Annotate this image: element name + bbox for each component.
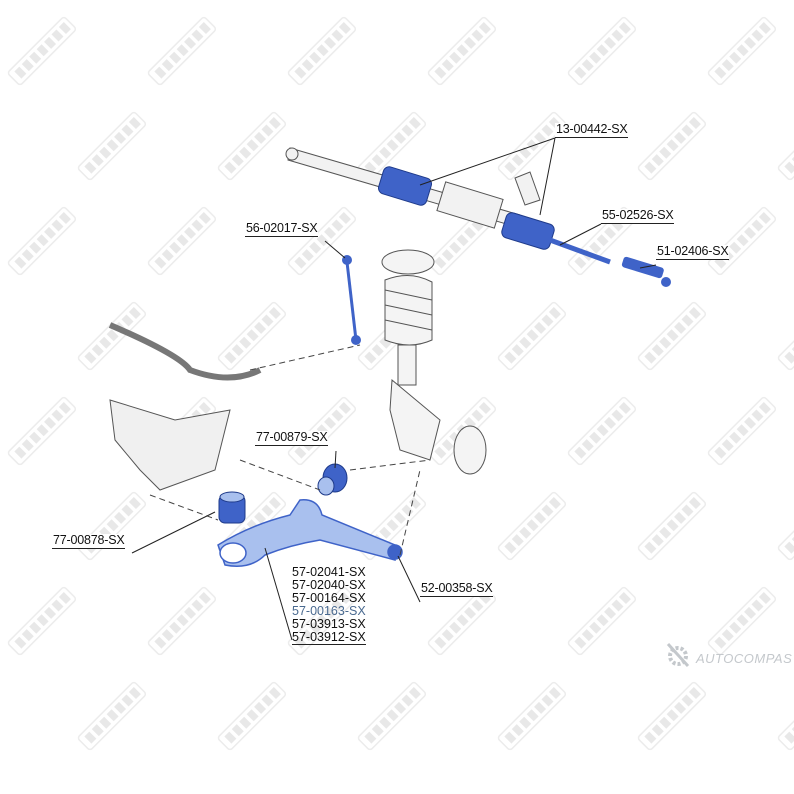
watermark-logo: [7, 396, 77, 466]
label-ball-joint: 52-00358-SX: [420, 581, 494, 597]
watermark-logo: [77, 111, 147, 181]
watermark-logo: [7, 16, 77, 86]
stabilizer-link: [342, 255, 361, 345]
watermark-logo: [707, 396, 777, 466]
watermark-logo: [777, 111, 794, 181]
watermark-logo: [7, 206, 77, 276]
watermark-logo: [777, 681, 794, 751]
control-arm: [217, 499, 403, 567]
steering-boot-left: [377, 166, 433, 206]
label-bushing-front: 77-00879-SX: [255, 430, 329, 446]
part-code: 57-03913-SX: [292, 617, 366, 631]
watermark-logo: [497, 491, 567, 561]
watermark-logo: [567, 16, 637, 86]
watermark-logo: [637, 681, 707, 751]
part-code: 57-02041-SX: [292, 565, 366, 579]
bushing-rear: [218, 491, 246, 524]
label-inner-tie-rod: 55-02526-SX: [601, 208, 675, 224]
watermark-logo: [147, 586, 217, 656]
bushing-front: [317, 463, 348, 496]
tie-rod-end: [621, 256, 671, 287]
part-code-highlighted: 57-00163-SX: [292, 604, 366, 618]
steering-boot-right: [501, 212, 555, 250]
watermark-logo: [217, 681, 287, 751]
control-arm-part-list: 57-02041-SX 57-02040-SX 57-00164-SX 57-0…: [292, 566, 366, 645]
watermark-logo: [707, 586, 777, 656]
label-stabilizer-link: 56-02017-SX: [245, 221, 319, 237]
label-bushing-rear: 77-00878-SX: [52, 533, 126, 549]
watermark-logo: [287, 16, 357, 86]
watermark-logo: [287, 206, 357, 276]
stabilizer-bar: [108, 322, 262, 381]
part-code: 57-03912-SX: [292, 630, 366, 645]
watermark-logo: [77, 681, 147, 751]
watermark-logo: [567, 586, 637, 656]
watermark-logo: [427, 16, 497, 86]
label-tie-rod-end: 51-02406-SX: [656, 244, 730, 260]
leader-lines: [131, 137, 657, 641]
label-steering-boot: 13-00442-SX: [555, 122, 629, 138]
watermark-logo: [497, 301, 567, 371]
watermark-logo: [217, 301, 287, 371]
watermark-logo: [637, 301, 707, 371]
watermark-logo: [707, 16, 777, 86]
watermark-logo: [357, 681, 427, 751]
watermark-logo: [637, 491, 707, 561]
part-code: 57-02040-SX: [292, 578, 366, 592]
watermark-logo: [777, 491, 794, 561]
inner-tie-rod: [549, 237, 611, 265]
subframe: [109, 399, 231, 491]
watermark-logo: [567, 396, 637, 466]
watermark-logo: [147, 206, 217, 276]
watermark-logo: [497, 681, 567, 751]
brand-logo: AUTOCOMPAS: [696, 651, 793, 666]
gear-wrench-icon: [666, 642, 690, 668]
part-code: 57-00164-SX: [292, 591, 366, 605]
watermark-logo: [7, 586, 77, 656]
watermark-logo: [777, 301, 794, 371]
watermark-logo: [287, 586, 357, 656]
watermark-logo: [637, 111, 707, 181]
strut-assembly: [381, 249, 487, 475]
watermark-logo: [147, 16, 217, 86]
watermark-logo: [217, 111, 287, 181]
